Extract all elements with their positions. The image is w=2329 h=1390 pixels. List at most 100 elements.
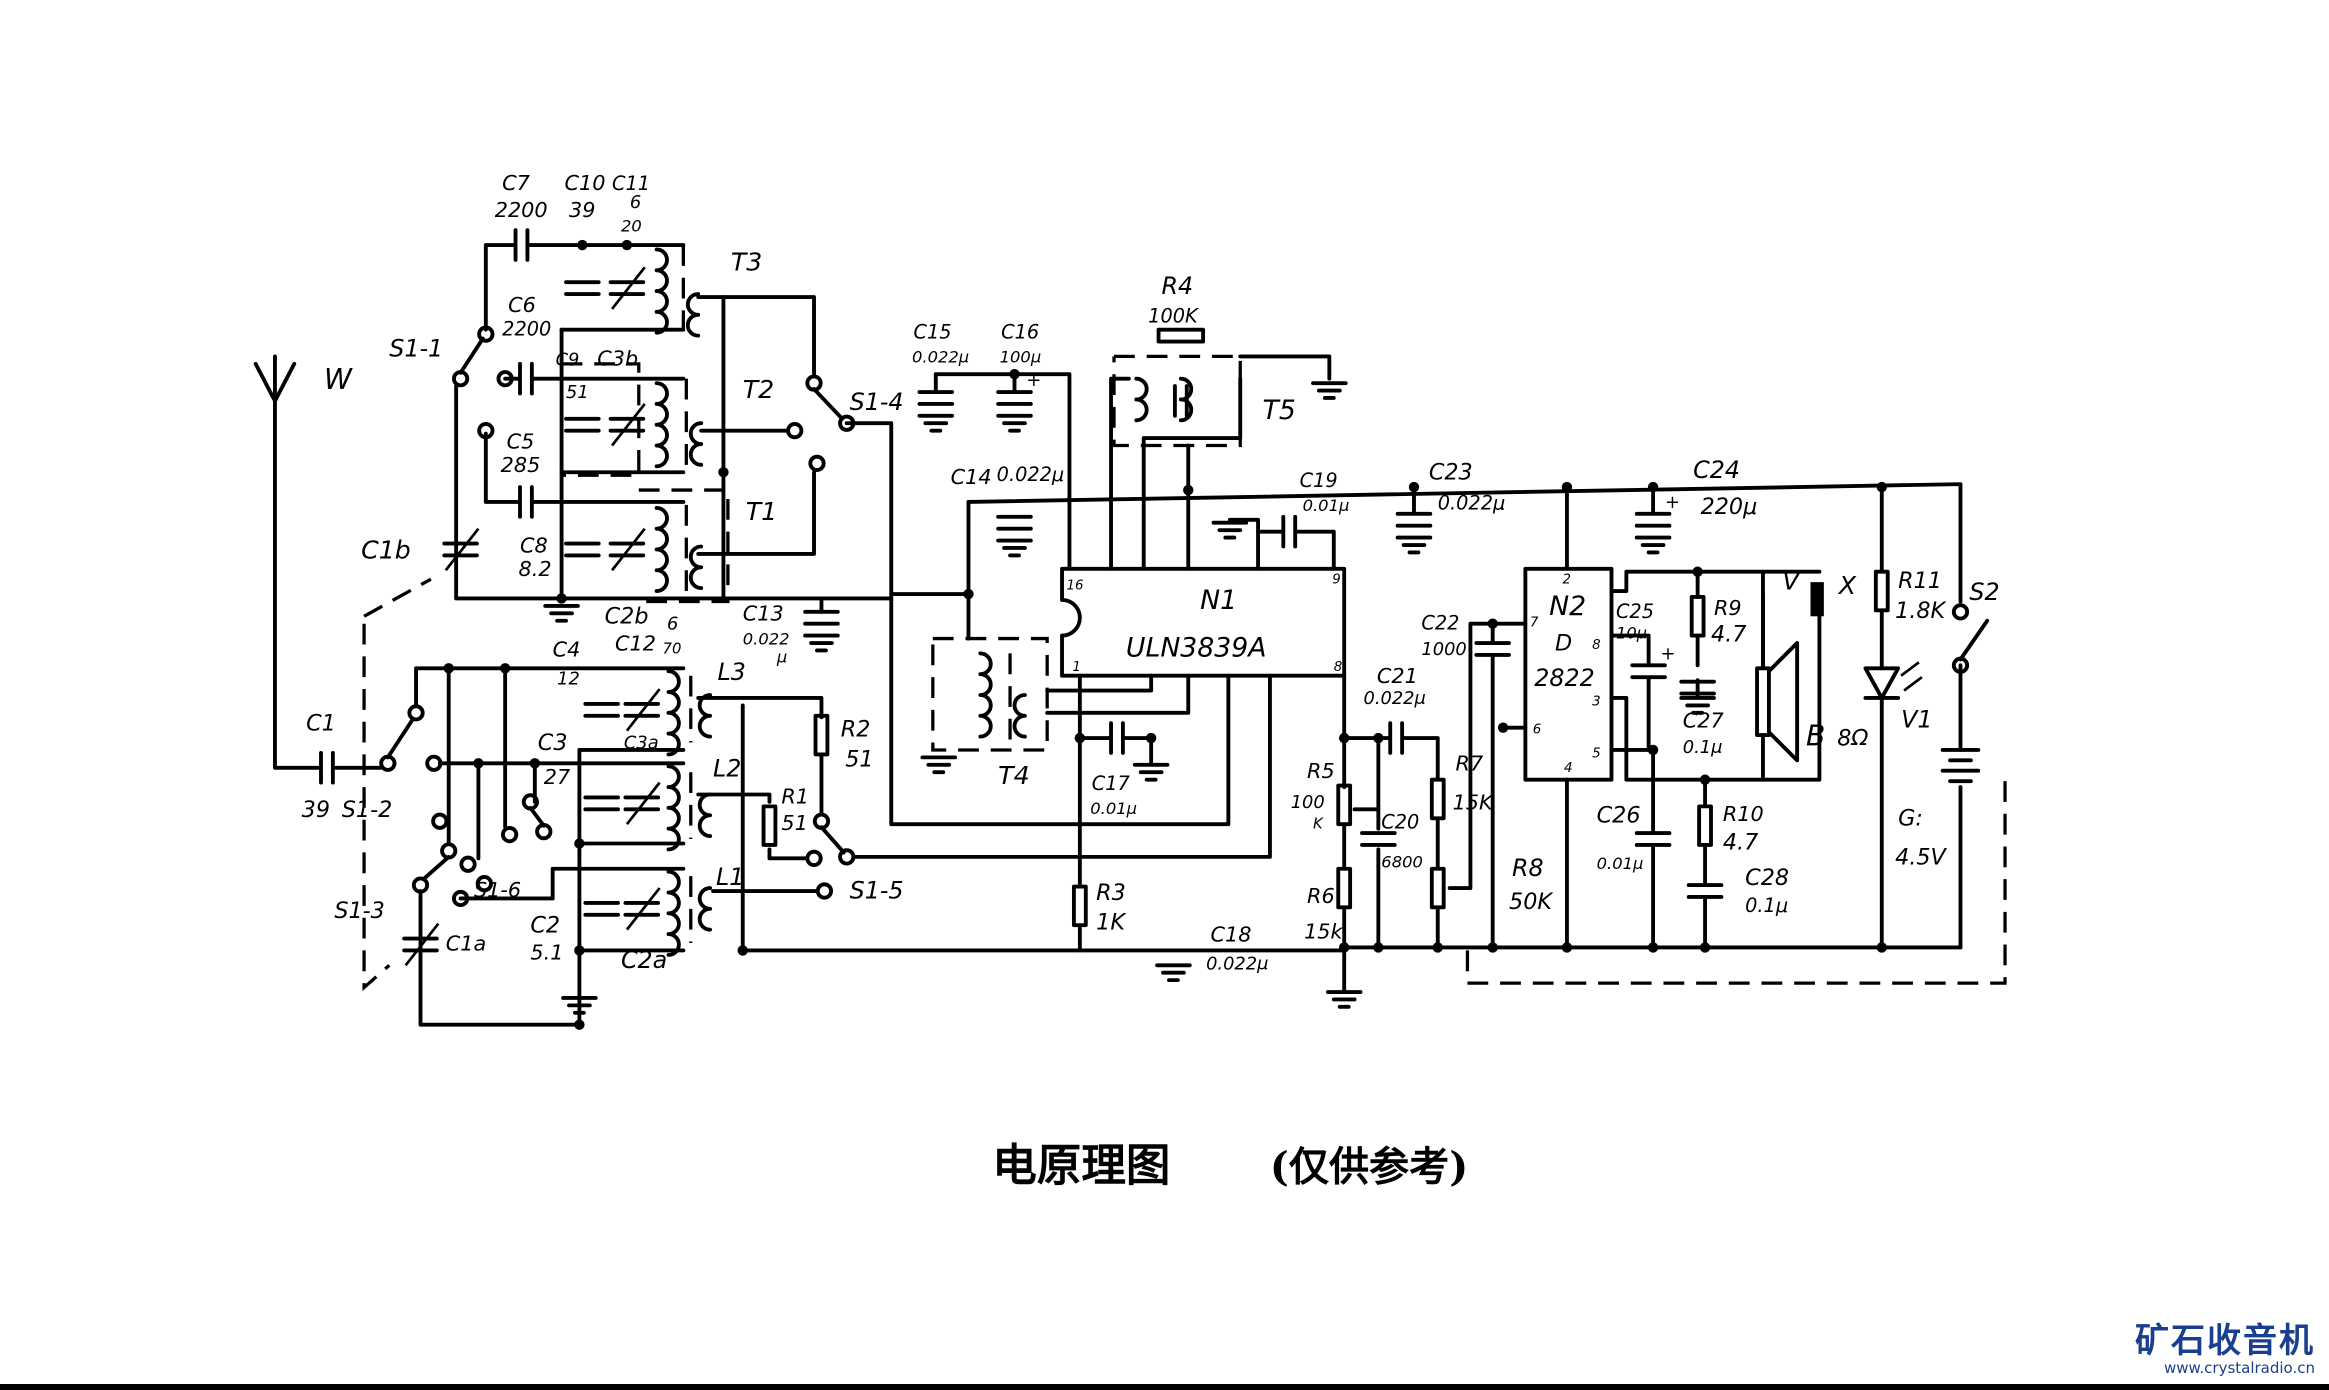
wire <box>1109 376 1131 571</box>
component-label: N2 <box>1549 591 1586 622</box>
plus-sign: + <box>1661 643 1676 664</box>
component-label: S1-2 <box>342 797 393 823</box>
component-label: C18 <box>1211 923 1252 947</box>
wire <box>740 703 1347 953</box>
resistor-symbol <box>1429 866 1446 910</box>
wires <box>253 243 2007 1027</box>
component-label: 220μ <box>1701 494 1758 520</box>
component-label: R9 <box>1714 596 1742 620</box>
component-label: 5.1 <box>530 940 563 964</box>
junction-dot <box>1373 732 1384 744</box>
component-label: 4.5V <box>1895 844 1947 870</box>
component-label: 39 <box>302 797 330 823</box>
plus-sign: + <box>1665 492 1680 513</box>
junction-dot <box>1647 481 1659 493</box>
component-label: 0.01μ <box>1597 854 1644 873</box>
junction-dot <box>1432 942 1443 953</box>
component-label: 0.022μ <box>912 347 969 366</box>
wire <box>253 361 297 403</box>
component-label: 8.2 <box>519 557 552 581</box>
component-label: 70 <box>663 639 682 657</box>
led-symbol <box>1863 666 1901 700</box>
component-label: L3 <box>718 658 746 686</box>
inductor-coil <box>688 544 704 591</box>
switch-contact <box>411 876 430 894</box>
component-label: R2 <box>841 717 871 743</box>
component-label: R8 <box>1512 854 1544 882</box>
wire <box>852 673 1272 859</box>
component-label: 1K <box>1096 910 1127 936</box>
component-label: 0.022μ <box>1206 954 1268 975</box>
component-label: 6 <box>630 192 641 213</box>
component-label: 12 <box>557 669 580 690</box>
component-label: 1.8K <box>1895 598 1947 624</box>
component-label: C3a <box>624 732 659 753</box>
switch-contact <box>786 422 804 440</box>
component-label: T3 <box>731 247 762 276</box>
resistor-symbol <box>1156 327 1206 344</box>
inductor-coil <box>666 669 681 757</box>
switch-contact <box>535 823 553 841</box>
speaker-cone <box>1766 641 1800 763</box>
component-label: R7 <box>1456 752 1484 776</box>
diagram-subtitle: (仅供参考) <box>1270 1144 1468 1191</box>
component-label: 6 <box>1533 723 1542 738</box>
capacitor-symbol <box>608 403 646 447</box>
junction-dot <box>1699 942 1711 953</box>
component-label: T4 <box>998 761 1029 790</box>
wire <box>458 336 485 375</box>
junction-dot <box>1647 744 1659 756</box>
capacitor-symbol <box>564 416 601 433</box>
component-label: S1-1 <box>389 334 443 362</box>
inductor-coil <box>1178 376 1194 423</box>
capacitor-symbol <box>1686 883 1724 899</box>
junction-dot <box>1487 942 1498 953</box>
component-label: 16 <box>1066 579 1083 594</box>
capacitor-symbol <box>803 609 840 626</box>
junction-dot <box>529 758 541 769</box>
component-label: C20 <box>1381 811 1419 834</box>
inductor-coil <box>697 886 713 932</box>
component-label: C2 <box>530 913 560 939</box>
junction-dot <box>1373 942 1384 953</box>
ground-symbol <box>1155 963 1192 983</box>
component-label: S1-4 <box>850 388 904 416</box>
switch-contact <box>475 874 493 893</box>
wire <box>931 636 1049 752</box>
switch-contact <box>496 370 514 388</box>
component-label: 15K <box>1453 790 1494 814</box>
variable-arrow <box>611 403 646 447</box>
inductor-coil <box>654 247 669 335</box>
ground-symbol <box>996 413 1033 433</box>
component-label: 100μ <box>1000 347 1042 366</box>
capacitor-symbol <box>564 541 601 558</box>
switch-contact <box>838 848 856 866</box>
capacitor-symbol <box>1388 721 1405 755</box>
component-label: 8Ω <box>1837 725 1868 751</box>
capacitor-symbol <box>319 750 335 785</box>
component-label: W <box>324 363 353 396</box>
component-label: R10 <box>1723 802 1764 826</box>
capacitor-symbol <box>623 781 661 826</box>
inductor-coil <box>654 505 669 593</box>
wire <box>696 696 824 720</box>
junction-dot <box>737 945 748 956</box>
component-label: 0.022μ <box>997 463 1065 486</box>
wire <box>1903 676 1923 692</box>
capacitor-symbol <box>623 688 661 732</box>
component-label: 5 <box>1592 746 1601 761</box>
component-label: D <box>1555 630 1572 656</box>
wire <box>1294 529 1336 571</box>
junction-dot <box>963 588 974 600</box>
ground-symbol <box>917 413 955 433</box>
capacitor-symbol <box>518 361 534 396</box>
ground-symbol <box>561 996 598 1015</box>
component-label: C16 <box>1001 321 1039 344</box>
ground-symbol <box>1311 381 1348 400</box>
component-label: C21 <box>1377 664 1418 688</box>
junction-dot <box>718 467 729 478</box>
capacitor-symbol <box>608 527 646 572</box>
component-label: 39 <box>569 198 595 222</box>
component-label: C9 <box>556 349 580 370</box>
